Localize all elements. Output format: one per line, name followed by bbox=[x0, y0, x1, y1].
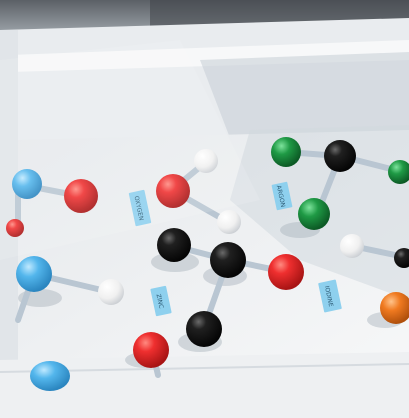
atoms bbox=[6, 137, 409, 391]
tray-front-frame bbox=[0, 352, 409, 418]
blue-atom bbox=[30, 361, 70, 391]
black-atom bbox=[394, 248, 409, 268]
label-card-2: ZINC bbox=[150, 285, 172, 317]
red-atom bbox=[156, 174, 190, 208]
label-card-1: OXYGEN bbox=[128, 189, 152, 227]
blue-atom bbox=[16, 256, 52, 292]
red-atom bbox=[268, 254, 304, 290]
black-atom bbox=[157, 228, 191, 262]
red-atom bbox=[6, 219, 24, 237]
tray-rim bbox=[10, 40, 409, 72]
white-atom bbox=[217, 210, 241, 234]
red-atom bbox=[133, 332, 169, 368]
white-atom bbox=[194, 149, 218, 173]
green-atom bbox=[388, 160, 409, 184]
orange-atom bbox=[380, 292, 409, 324]
red-atom bbox=[64, 179, 98, 213]
label-card-4: ARGON bbox=[271, 181, 293, 211]
black-atom bbox=[324, 140, 356, 172]
label-card-3: IODINE bbox=[318, 279, 342, 313]
green-atom bbox=[271, 137, 301, 167]
black-atom bbox=[210, 242, 246, 278]
label-2-text: ZINC bbox=[155, 293, 165, 309]
green-atom bbox=[298, 198, 330, 230]
white-atom bbox=[340, 234, 364, 258]
light-overlay bbox=[0, 40, 260, 260]
label-4-text: ARGON bbox=[275, 185, 286, 208]
blue-atom bbox=[12, 169, 42, 199]
label-3-text: IODINE bbox=[323, 285, 334, 307]
white-atom bbox=[98, 279, 124, 305]
black-atom bbox=[186, 311, 222, 347]
